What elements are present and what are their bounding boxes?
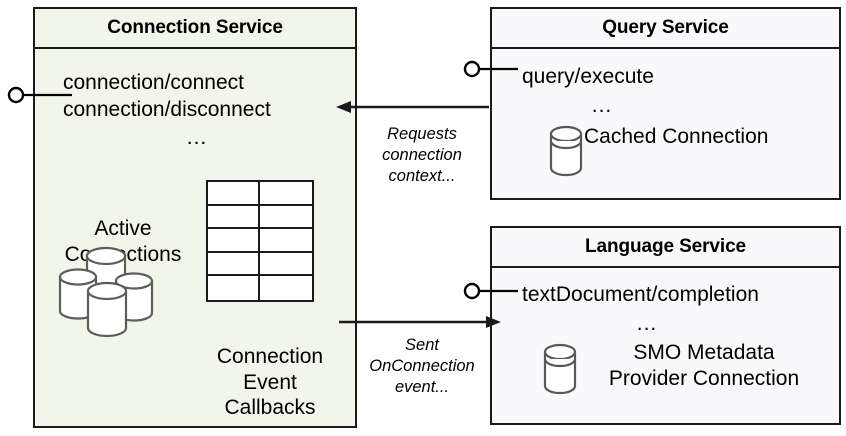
edge2-label-line3: event...: [394, 378, 450, 397]
smo-metadata-provider-connection-label: SMO Metadata Provider Connection: [570, 340, 838, 391]
grid-cell: [260, 205, 312, 230]
callbacks-label-line2: Event: [243, 370, 297, 394]
interface-textdocument-completion[interactable]: textDocument/completion: [522, 283, 759, 306]
component-connection-service[interactable]: Connection Service connection/connect co…: [33, 7, 357, 428]
query-service-ellipsis: ...: [591, 94, 613, 117]
arrow-connection-to-language: [339, 316, 501, 328]
connection-event-callbacks-label: Connection Event Callbacks: [185, 344, 355, 421]
cached-connection-label: Cached Connection: [584, 125, 769, 148]
table-grid-icon: [206, 180, 314, 302]
active-connections-label-line2: Connections: [64, 242, 182, 266]
language-service-interface-list: textDocument/completion: [522, 281, 832, 308]
query-service-title: Query Service: [492, 9, 839, 49]
edge2-label-line2: OnConnection: [369, 357, 475, 376]
arrow-query-to-connection: [336, 101, 489, 113]
active-connections-label-line1: Active: [94, 217, 152, 240]
edge-label-requests-connection-context: Requests connection context...: [358, 124, 486, 187]
callbacks-label-line1: Connection: [216, 345, 324, 368]
grid-cell: [260, 229, 312, 253]
grid-cell: [208, 252, 260, 277]
grid-cell: [208, 276, 260, 300]
language-service-ellipsis: ...: [636, 312, 658, 335]
component-query-service[interactable]: Query Service query/execute ... Cached C…: [490, 7, 841, 200]
interface-connection-disconnect[interactable]: connection/disconnect: [63, 98, 271, 122]
interface-query-execute[interactable]: query/execute: [522, 65, 654, 88]
grid-cell: [208, 229, 260, 253]
active-connections-label: Active Connections: [43, 216, 203, 267]
edge-label-line1: Requests: [387, 125, 457, 143]
connection-service-interface-list: connection/connect connection/disconnect…: [63, 69, 331, 151]
language-service-body: textDocument/completion ... SMO Metadata…: [492, 268, 839, 423]
grid-cell: [260, 182, 312, 206]
grid-cell: [208, 182, 260, 206]
connection-service-body: connection/connect connection/disconnect…: [35, 49, 355, 426]
grid-cell: [260, 276, 312, 300]
smo-label-line1: SMO Metadata: [633, 341, 775, 364]
edge-label-line2: connection: [382, 146, 462, 165]
grid-cell: [260, 252, 312, 277]
query-service-interface-list: query/execute: [522, 63, 782, 90]
component-language-service[interactable]: Language Service textDocument/completion…: [490, 226, 841, 425]
language-service-title: Language Service: [492, 228, 839, 268]
connection-service-title: Connection Service: [35, 9, 355, 49]
edge-label-line3: context...: [388, 167, 456, 186]
edge-label-sent-onconnection-event: Sent OnConnection event...: [358, 335, 486, 398]
edge2-label-line1: Sent: [405, 336, 439, 354]
callbacks-label-line3: Callbacks: [224, 396, 316, 420]
smo-label-line2: Provider Connection: [608, 366, 800, 390]
query-service-body: query/execute ... Cached Connection: [492, 49, 839, 198]
grid-cell: [208, 205, 260, 230]
interface-connection-connect[interactable]: connection/connect: [63, 71, 244, 94]
connection-service-ellipsis: ...: [186, 125, 208, 149]
